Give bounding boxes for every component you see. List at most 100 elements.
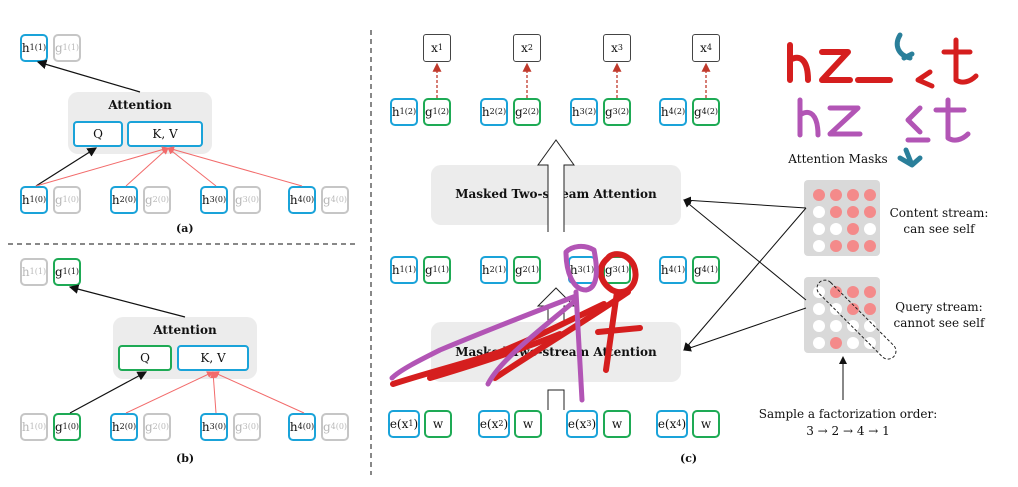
query-mask-cell	[847, 320, 859, 332]
handwritten-annotation-red	[390, 42, 893, 387]
query-mask-cell	[847, 337, 859, 349]
handwritten-annotation-red-top	[915, 37, 979, 89]
content-mask-grid	[804, 180, 880, 256]
query-mask-cell	[813, 286, 825, 298]
query-mask-cell	[864, 320, 876, 332]
query-stream-label: Query stream:	[895, 300, 983, 314]
q-box-a: Q	[73, 121, 123, 147]
attention-title-a: Attention	[108, 98, 172, 112]
content-mask-cell	[864, 189, 876, 201]
content-mask-cell	[864, 223, 876, 235]
query-mask-cell	[830, 303, 842, 315]
query-mask-cell	[864, 337, 876, 349]
content-mask-cell	[813, 189, 825, 201]
w-2: w	[514, 410, 542, 438]
kv-box-a: K, V	[127, 121, 203, 147]
caption-c: (c)	[680, 452, 698, 465]
content-mask-cell	[830, 206, 842, 218]
q-box-b: Q	[118, 345, 172, 371]
content-stream-label: Content stream:	[889, 206, 989, 220]
caption-a: (a)	[176, 222, 194, 235]
content-mask-cell	[847, 223, 859, 235]
attention-title-b: Attention	[153, 323, 217, 337]
w-1: w	[424, 410, 452, 438]
handwritten-annotation-teal	[894, 32, 923, 168]
query-mask-cell	[813, 337, 825, 349]
content-mask-cell	[847, 189, 859, 201]
content-mask-cell	[864, 240, 876, 252]
content-mask-cell	[847, 240, 859, 252]
content-mask-cell	[830, 223, 842, 235]
kv-box-b: K, V	[177, 345, 249, 371]
content-mask-cell	[830, 240, 842, 252]
caption-b: (b)	[176, 452, 195, 465]
content-mask-cell	[830, 189, 842, 201]
content-stream-sub: can see self	[903, 222, 975, 236]
query-mask-cell	[864, 303, 876, 315]
query-mask-cell	[813, 303, 825, 315]
content-mask-cell	[813, 240, 825, 252]
factorization-label: Sample a factorization order:	[758, 407, 938, 421]
handwritten-annotation-purple	[389, 97, 971, 403]
query-mask-cell	[864, 286, 876, 298]
query-mask-cell	[830, 320, 842, 332]
query-stream-sub: cannot see self	[893, 316, 985, 330]
query-mask-cell	[813, 320, 825, 332]
query-mask-cell	[830, 337, 842, 349]
query-mask-cell	[847, 286, 859, 298]
query-mask-grid	[804, 277, 880, 353]
w-3: w	[603, 410, 631, 438]
query-mask-cell	[847, 303, 859, 315]
w-4: w	[692, 410, 720, 438]
query-mask-cell	[830, 286, 842, 298]
content-mask-cell	[864, 206, 876, 218]
content-mask-cell	[813, 206, 825, 218]
factorization-order: 3 → 2 → 4 → 1	[806, 424, 890, 438]
content-mask-cell	[813, 223, 825, 235]
attention-masks-label: Attention Masks	[788, 152, 888, 166]
content-mask-cell	[847, 206, 859, 218]
